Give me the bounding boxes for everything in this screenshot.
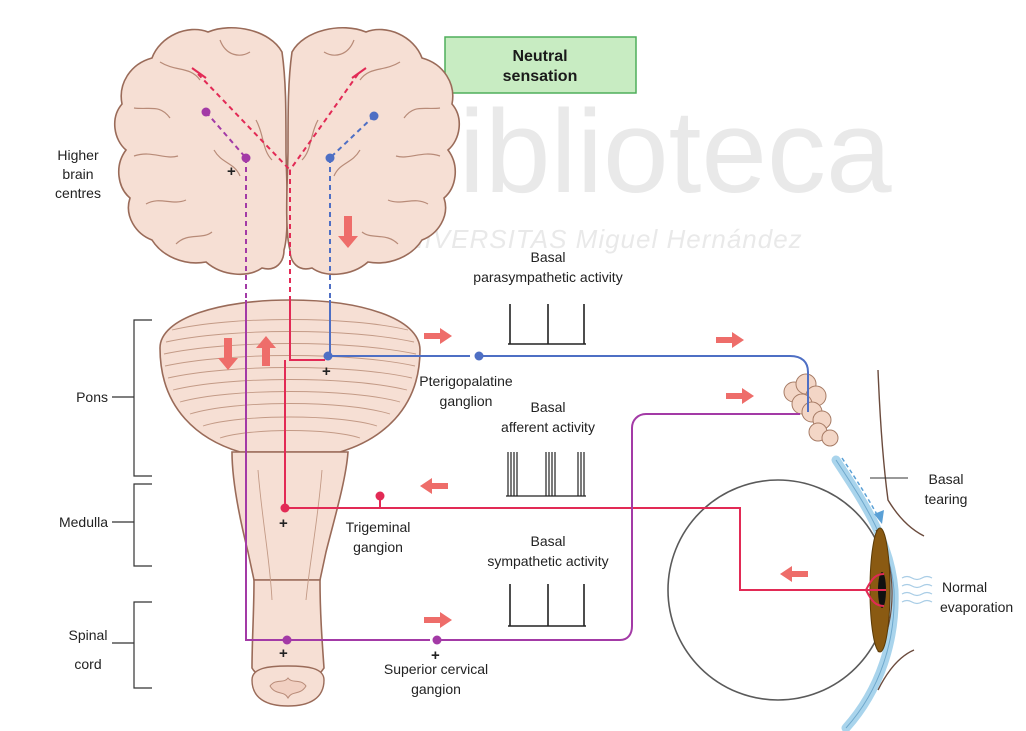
title-box-line2: sensation bbox=[503, 68, 578, 85]
label-higher-brain-centres-3: centres bbox=[55, 185, 101, 201]
label-spinal-cord-2: cord bbox=[74, 656, 101, 672]
watermark-main: Biblioteca bbox=[380, 86, 892, 218]
label-basal-parasympathetic-1: Basal bbox=[530, 249, 565, 265]
title-box-line1: Neutral bbox=[512, 48, 567, 65]
label-basal-tearing-1: Basal bbox=[928, 471, 963, 487]
label-basal-sympathetic-2: sympathetic activity bbox=[487, 553, 608, 569]
label-trigeminal-2: gangion bbox=[353, 539, 403, 555]
watermark-sub: UNIVERSITAS Miguel Hernández bbox=[385, 224, 803, 254]
label-trigeminal-1: Trigeminal bbox=[346, 519, 411, 535]
evaporation-waves bbox=[902, 577, 932, 604]
label-pterigopalatine-1: Pterigopalatine bbox=[419, 373, 513, 389]
left-hemisphere bbox=[115, 28, 288, 275]
plus-pons: + bbox=[322, 363, 331, 380]
arrow-gland-right-1 bbox=[716, 332, 744, 348]
label-normal-evaporation-2: evaporation bbox=[940, 599, 1013, 615]
plus-spinal: + bbox=[279, 645, 288, 662]
title-box: Neutral sensation bbox=[445, 37, 636, 93]
label-basal-afferent-1: Basal bbox=[530, 399, 565, 415]
upper-eyelid bbox=[878, 370, 924, 536]
label-higher-brain-centres-1: Higher bbox=[57, 147, 99, 163]
label-medulla: Medulla bbox=[59, 514, 108, 530]
label-basal-parasympathetic-2: parasympathetic activity bbox=[473, 269, 622, 285]
region-brackets bbox=[112, 320, 152, 688]
label-basal-tearing-2: tearing bbox=[925, 491, 968, 507]
medulla bbox=[232, 452, 348, 580]
arrow-gland-right-2 bbox=[726, 388, 754, 404]
label-pterigopalatine-2: ganglion bbox=[440, 393, 493, 409]
plus-superior-cervical: + bbox=[431, 647, 440, 664]
arrow-parasym-right bbox=[424, 328, 452, 344]
label-superior-cervical-2: gangion bbox=[411, 681, 461, 697]
label-normal-evaporation-1: Normal bbox=[942, 579, 987, 595]
label-basal-afferent-2: afferent activity bbox=[501, 419, 595, 435]
parasympathetic-spike-train bbox=[508, 304, 586, 344]
plus-brain: + bbox=[227, 163, 236, 180]
afferent-spike-train bbox=[506, 452, 586, 496]
label-basal-sympathetic-1: Basal bbox=[530, 533, 565, 549]
label-higher-brain-centres-2: brain bbox=[62, 166, 93, 182]
label-spinal-cord-1: Spinal bbox=[69, 627, 108, 643]
label-pons: Pons bbox=[76, 389, 108, 405]
arrow-sym-right bbox=[424, 612, 452, 628]
plus-medulla: + bbox=[279, 515, 288, 532]
brain-section bbox=[115, 28, 459, 275]
eye-region bbox=[668, 370, 932, 728]
lacrimal-gland bbox=[784, 374, 838, 446]
arrow-afferent-left bbox=[420, 478, 448, 494]
sympathetic-spike-train bbox=[508, 584, 586, 626]
